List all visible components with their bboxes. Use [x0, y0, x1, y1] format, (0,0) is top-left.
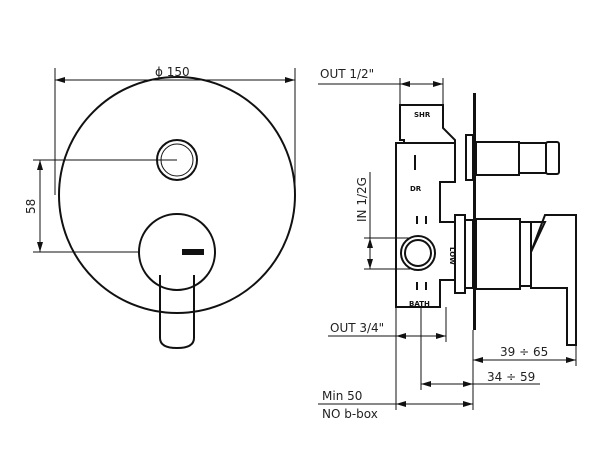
handle-flange: [464, 219, 474, 289]
diameter-label: ϕ 150: [155, 65, 190, 79]
in-label: IN 1/2G: [355, 177, 369, 222]
diverter-flange: [465, 134, 474, 181]
out-bottom-label: OUT 3/4": [330, 321, 384, 335]
port-shr-label: SHR: [414, 111, 431, 119]
handle-chamfer: [530, 221, 547, 253]
inlet-inner: [404, 239, 432, 267]
inlet-outer: [400, 235, 436, 271]
out-top-label: OUT 1/2": [320, 67, 374, 81]
min-label: Min 50: [322, 389, 362, 403]
port-low-label: LOW: [448, 247, 456, 265]
depth-range-1-label: 39 ÷ 65: [500, 345, 548, 359]
diverter-cap: [545, 141, 560, 175]
front-view: ϕ 150 58: [24, 65, 296, 350]
lever: [530, 214, 577, 346]
port-dr-label: DR: [410, 185, 422, 193]
handle-body: [475, 218, 521, 290]
wall-plate: [473, 93, 476, 330]
cover-plate: [58, 76, 296, 314]
handle-ring: [519, 221, 532, 287]
diverter-stem: [475, 141, 520, 176]
port-bath-label: BATH: [409, 300, 430, 308]
no-box-label: NO b-box: [322, 407, 378, 421]
lever-handle: [159, 275, 195, 350]
height-label: 58: [24, 199, 38, 214]
plate-logo: [182, 249, 204, 255]
diverter-knob: [518, 142, 547, 174]
depth-range-2-label: 34 ÷ 59: [487, 370, 535, 384]
side-view: OUT 1/2" SHR DR BATH LOW IN 1/2G: [318, 67, 577, 421]
